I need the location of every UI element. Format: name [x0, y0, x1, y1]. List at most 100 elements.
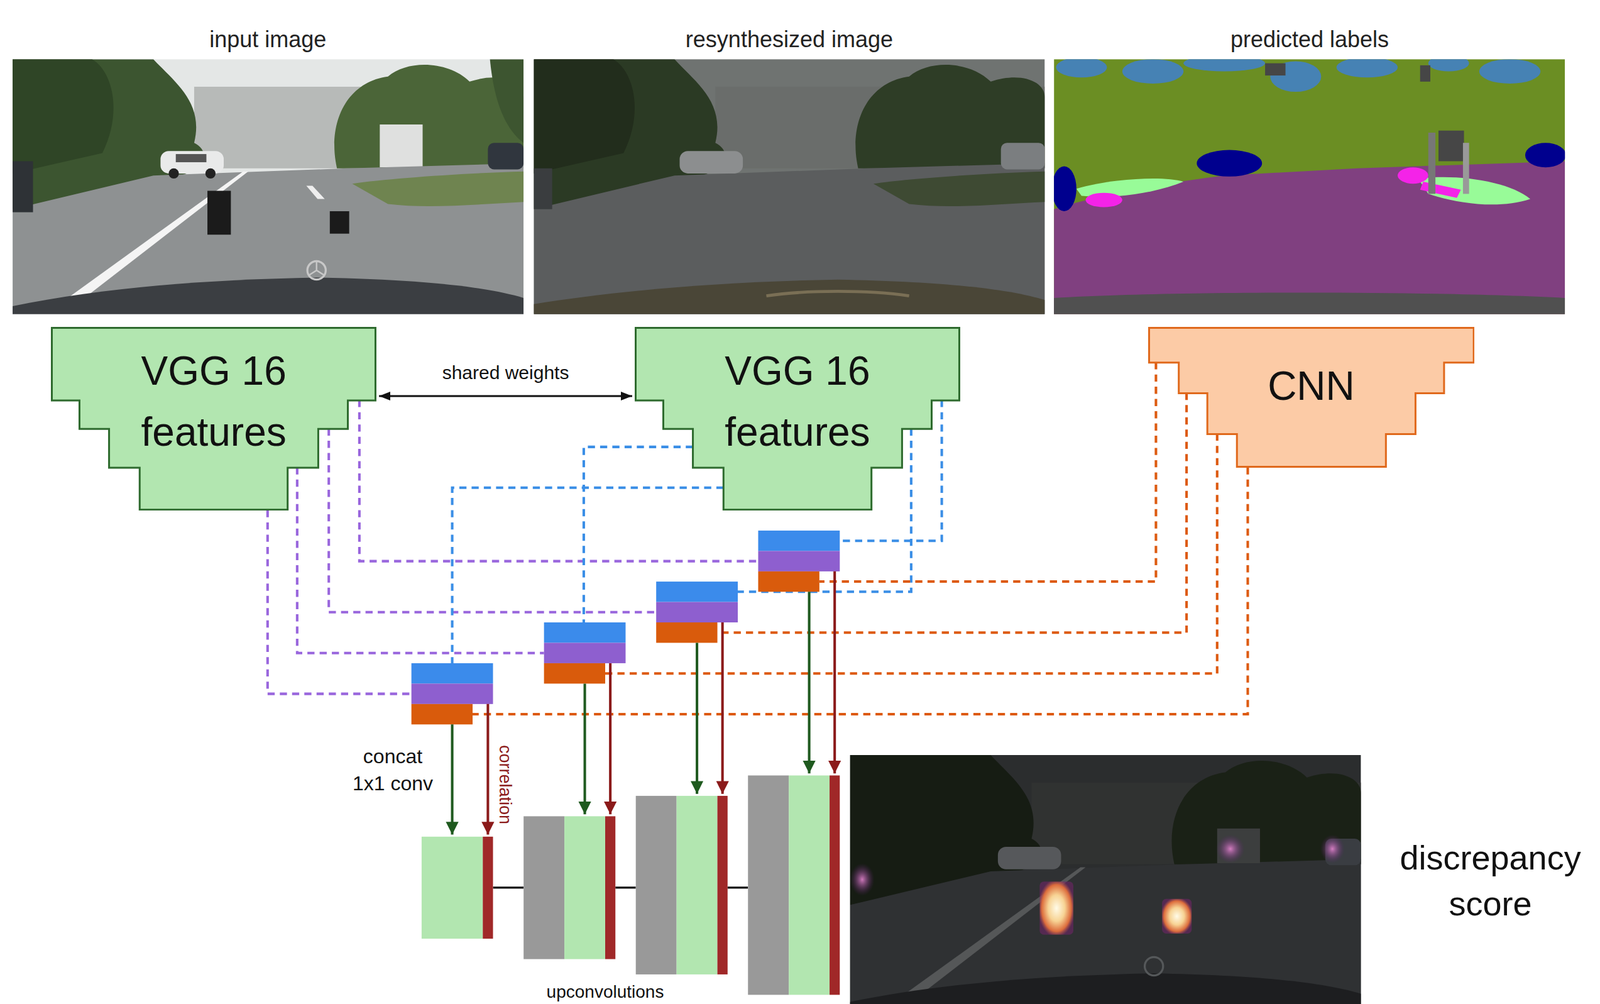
segmentation-map: [1265, 63, 1286, 76]
flow-arrow: [583, 683, 587, 814]
feature-line: [605, 433, 1218, 674]
flow-arrow: [486, 703, 489, 835]
flow-arrow: [808, 591, 811, 773]
output-title: discrepancy score: [1377, 834, 1600, 927]
feature-line: [267, 399, 759, 694]
street-photo: [12, 160, 33, 212]
feature-line: [267, 509, 412, 694]
feature-line: [328, 428, 657, 613]
segmentation-map: [1196, 150, 1262, 177]
block-title: VGG 16 features: [119, 340, 308, 463]
decoder-block: [523, 815, 565, 959]
street-photo: [306, 185, 325, 199]
segmentation-map: [1076, 178, 1184, 197]
decoder-block: [421, 836, 483, 939]
image-panel: input image: [11, 59, 523, 315]
street-photo: [533, 59, 1045, 315]
street-photo: [533, 168, 552, 210]
street-photo: [1001, 142, 1046, 170]
image-heading: resynthesized image: [533, 25, 1045, 53]
stage-note: upconvolutions: [546, 981, 665, 1002]
segmentation-map: [1053, 160, 1565, 314]
feature-line: [297, 466, 545, 653]
image-panel: predicted labels: [1053, 59, 1565, 315]
street-photo: [207, 190, 231, 235]
segmentation-cnn: CNN: [1148, 326, 1475, 468]
street-photo: [12, 59, 524, 315]
feature-stack: [757, 571, 819, 592]
segmentation-map: [1055, 59, 1107, 78]
street-photo: [307, 260, 326, 280]
output-panel: discrepancy score: [850, 755, 1362, 1004]
decoder-block: [605, 815, 616, 959]
segmentation-map: [1420, 65, 1431, 82]
street-photo: [205, 168, 216, 179]
feature-stack: [544, 642, 626, 663]
street-photo: [533, 59, 1045, 315]
decoder-block: [829, 774, 840, 995]
flow-arrow: [721, 622, 724, 794]
street-photo: [487, 142, 524, 170]
street-photo: [329, 211, 350, 234]
street-photo: [12, 163, 524, 315]
segmentation-map: [1397, 167, 1429, 184]
street-photo: [533, 163, 1045, 315]
segmentation-map: [1122, 59, 1184, 84]
operation-note: correlation: [495, 744, 516, 824]
heatmap-photo: [1171, 760, 1361, 865]
decoder-block: [676, 795, 718, 975]
decoder-block: [492, 886, 524, 888]
feature-stack: [757, 550, 840, 571]
segmentation-map: [1053, 166, 1077, 212]
decoder-block: [747, 774, 789, 995]
heatmap-photo: [850, 754, 1362, 1004]
segmentation-map: [1479, 59, 1541, 84]
encoder-block: VGG 16 features: [634, 326, 961, 511]
decoder-block: [564, 815, 606, 959]
feature-line: [452, 487, 724, 664]
edge-label: shared weights: [438, 361, 574, 384]
decoder-block: [421, 774, 840, 995]
feature-stack: [757, 530, 840, 551]
stepped-outline: [52, 327, 376, 510]
segmentation-map: [1336, 59, 1398, 78]
flow-arrow: [451, 723, 454, 834]
segmentation-map: [1053, 59, 1565, 315]
street-photo: [175, 153, 207, 163]
heatmap-photo: [1039, 881, 1074, 934]
decoder-block: [482, 836, 493, 939]
heatmap-photo: [850, 754, 1362, 1004]
feature-stack: [544, 663, 606, 684]
segmentation-map: [1053, 59, 1565, 315]
flow-arrow: [608, 663, 612, 814]
segmentation-map: [1420, 181, 1462, 198]
heatmap-photo: [850, 754, 1362, 1004]
feature-stack: [411, 683, 494, 704]
street-photo: [533, 59, 1045, 315]
feature-stack: [411, 663, 494, 684]
street-photo: [12, 277, 524, 314]
street-photo: [379, 124, 423, 168]
feature-stack: [656, 622, 718, 643]
street-photo: [766, 290, 909, 296]
segmentation-map: [1525, 142, 1565, 168]
heatmap-photo: [1161, 898, 1192, 934]
block-title: VGG 16 features: [703, 340, 892, 463]
block-title: CNN: [1216, 361, 1406, 411]
image-heading: input image: [11, 25, 523, 53]
street-photo: [679, 150, 743, 174]
segmentation-map: [1438, 130, 1465, 162]
street-photo: [533, 279, 1045, 315]
street-photo: [533, 59, 635, 174]
feature-stack: [656, 581, 738, 602]
street-photo: [12, 59, 114, 174]
heatmap-photo: [1216, 834, 1245, 863]
flow-arrow: [695, 642, 699, 794]
heatmap-photo: [850, 859, 1362, 1004]
feature-stack: [656, 602, 738, 623]
flow-arrow: [833, 571, 836, 773]
decoder-block: [635, 795, 677, 975]
image-heading: predicted labels: [1053, 25, 1565, 53]
heatmap-photo: [850, 862, 875, 896]
heatmap-photo: [1145, 956, 1164, 975]
